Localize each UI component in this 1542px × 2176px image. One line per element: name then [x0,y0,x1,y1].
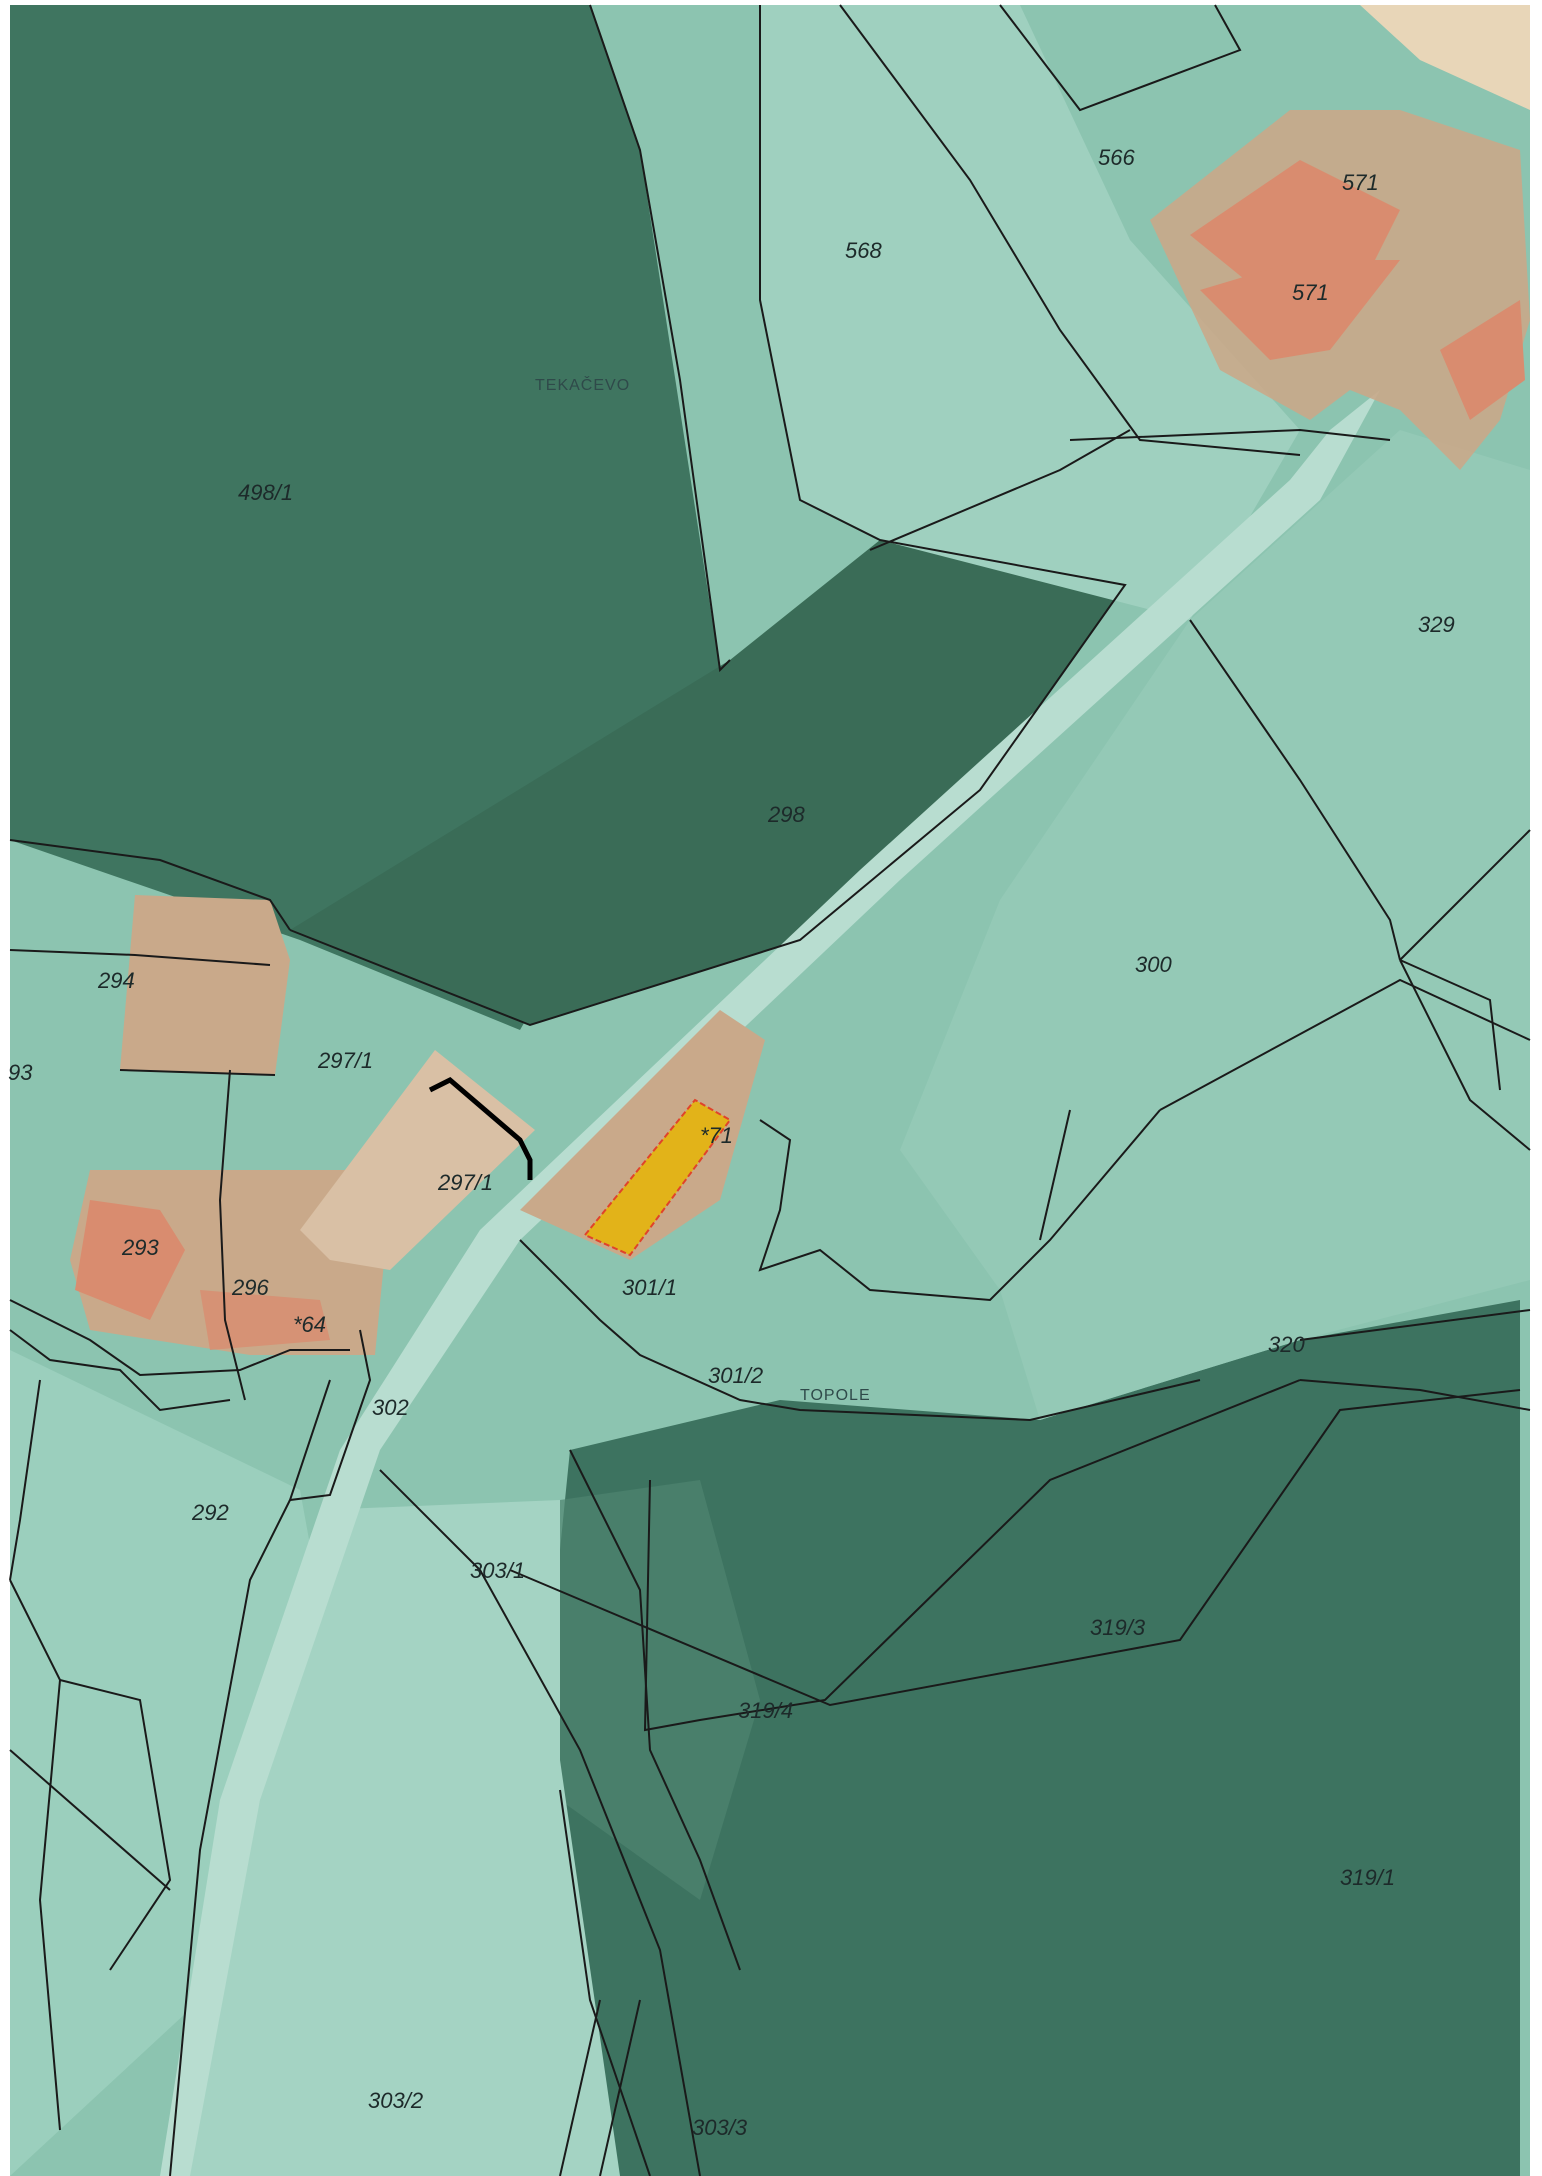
parcel-label-292: 292 [191,1500,229,1525]
parcel-label-329: 329 [1418,612,1455,637]
parcel-label-297-1-upper: 297/1 [317,1048,373,1073]
building-roof-296 [200,1290,330,1350]
parcel-label-71: *71 [700,1123,733,1148]
building-roof-293 [75,1200,185,1320]
building-plot-294 [120,895,290,1075]
parcel-label-319-4: 319/4 [738,1698,793,1723]
forest-area-298 [290,540,1125,1025]
parcel-label-319-1: 319/1 [1340,1865,1395,1890]
place-label-tekacevo: TEKAČEVO [535,375,630,394]
parcel-label-571-lower: 571 [1292,280,1329,305]
parcel-label-568: 568 [845,238,882,263]
parcel-label-294: 294 [97,968,135,993]
place-label-topole: TOPOLE [800,1387,871,1404]
forest-area-northwest [10,5,720,1030]
building-roof-571-lower [1200,260,1400,360]
meadow-south-middle [170,1500,620,2176]
building-plot-top-right [1360,5,1530,110]
parcel-label-93-edge: 93 [8,1060,33,1085]
parcel-label-301-2: 301/2 [708,1363,763,1388]
building-roof-east [1440,300,1525,420]
parcel-label-319-3: 319/3 [1090,1615,1146,1640]
parcel-label-302: 302 [372,1395,409,1420]
parcel-label-303-3: 303/3 [692,2115,748,2140]
parcel-label-298: 298 [767,802,805,827]
forest-area-southwest-shadow [560,1480,760,1900]
building-plot-301-1 [520,1010,765,1260]
parcel-label-303-2: 303/2 [368,2088,423,2113]
parcel-label-297-1-lower: 297/1 [437,1170,493,1195]
parcel-label-498-1: 498/1 [238,480,293,505]
meadow-light-area [760,5,1300,620]
parcel-label-300: 300 [1135,952,1172,977]
parcel-label-293: 293 [121,1235,159,1260]
highlighted-boundary [428,1077,533,1180]
building-highlight-outline [583,1098,732,1257]
parcel-label-571-upper: 571 [1342,170,1379,195]
parcel-label-64: *64 [293,1312,326,1337]
parcel-label-296: 296 [231,1275,269,1300]
parcel-label-301-1: 301/1 [622,1275,677,1300]
parcel-label-320: 320 [1268,1332,1305,1357]
parcel-boundaries [9,4,1531,2176]
building-highlight-71 [585,1100,730,1255]
parcel-label-566: 566 [1098,145,1135,170]
meadow-southwest [10,1350,320,2176]
meadow-east [900,430,1530,1420]
forest-area-south [540,1300,1520,2176]
parcel-label-303-1: 303/1 [470,1558,525,1583]
